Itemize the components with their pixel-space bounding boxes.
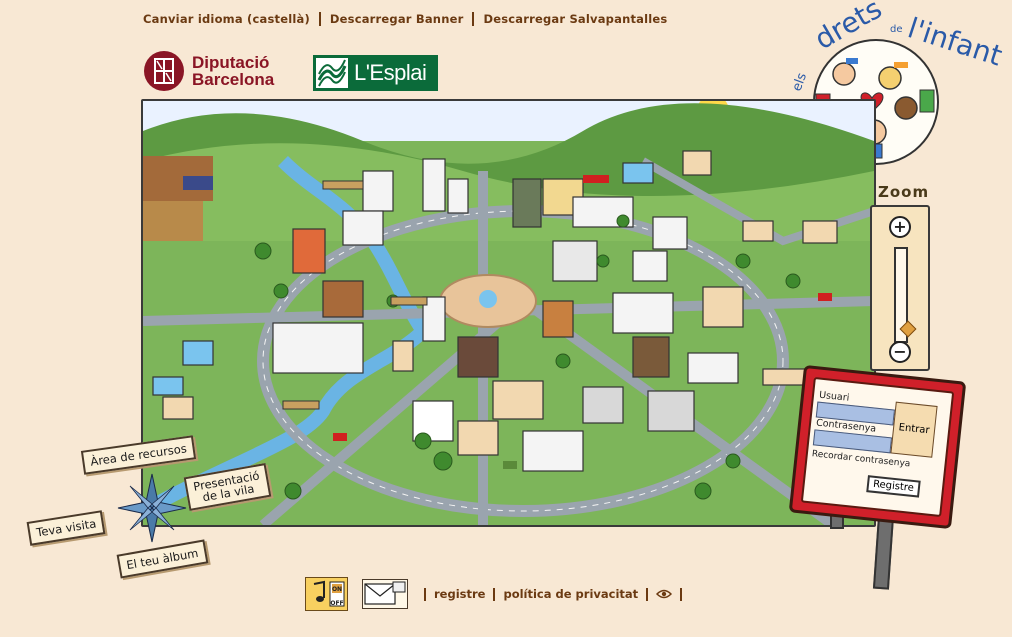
sound-on-label: ON [332,586,342,593]
link-separator [493,587,496,601]
registre-link[interactable]: registre [434,587,486,601]
mail-button[interactable] [362,579,408,609]
change-language-link[interactable]: Canviar idioma (castellà) [143,12,310,26]
entrar-button[interactable]: Entrar [890,401,938,458]
link-separator [646,587,649,601]
download-banner-link[interactable]: Descarregar Banner [329,12,464,26]
el-teu-album-sign[interactable]: El teu àlbum [116,539,209,579]
zoom-in-button[interactable]: + [889,216,911,238]
child-face-icon [832,62,856,86]
link-separator [680,587,683,601]
envelope-icon [364,581,406,605]
download-screensaver-link[interactable]: Descarregar Salvapantalles [483,12,668,26]
esplai-logo[interactable]: L'Esplai [313,55,438,91]
login-board: Usuari Contrasenya Entrar Recordar contr… [788,364,967,530]
zoom-out-button[interactable]: − [889,341,911,363]
diputacio-name-line2: Barcelona [192,70,275,89]
title-els: els [790,71,810,94]
diputacio-emblem-icon [144,51,184,91]
accessibility-eye-icon[interactable] [656,588,673,600]
child-face-icon [878,66,902,90]
music-note-icon: OFF ON [313,580,345,607]
sound-off-label: OFF [330,600,343,607]
esplai-mark-icon [316,58,348,88]
sound-toggle[interactable]: OFF ON [305,577,348,611]
car-icon [503,461,517,469]
diputacio-logo[interactable]: Diputació Barcelona [143,50,293,92]
title-de: de [890,24,903,35]
car-icon [818,293,832,301]
town-map[interactable] [141,99,876,527]
tractor-icon [183,176,213,190]
fountain-icon [479,290,497,308]
footer: OFF ON registre política de privacitat [305,577,690,611]
login-form: Usuari Contrasenya Entrar Recordar contr… [800,376,955,518]
link-separator [472,12,475,26]
esplai-name: L'Esplai [354,60,427,85]
car-icon [333,433,347,441]
teva-visita-sign[interactable]: Teva visita [26,510,106,546]
compass-rose-icon [117,473,187,543]
link-separator [318,12,321,26]
town-map-illustration[interactable] [143,101,874,525]
train-icon [583,175,609,183]
top-links: Canviar idioma (castellà) Descarregar Ba… [143,12,667,26]
privacy-policy-link[interactable]: política de privacitat [503,587,639,601]
registre-button[interactable]: Registre [866,475,921,498]
child-face-icon [894,96,918,120]
zoom-panel: + − [870,205,930,371]
diputacio-name-line1: Diputació [192,53,270,72]
link-separator [424,587,426,601]
zoom-label: Zoom [878,183,930,201]
